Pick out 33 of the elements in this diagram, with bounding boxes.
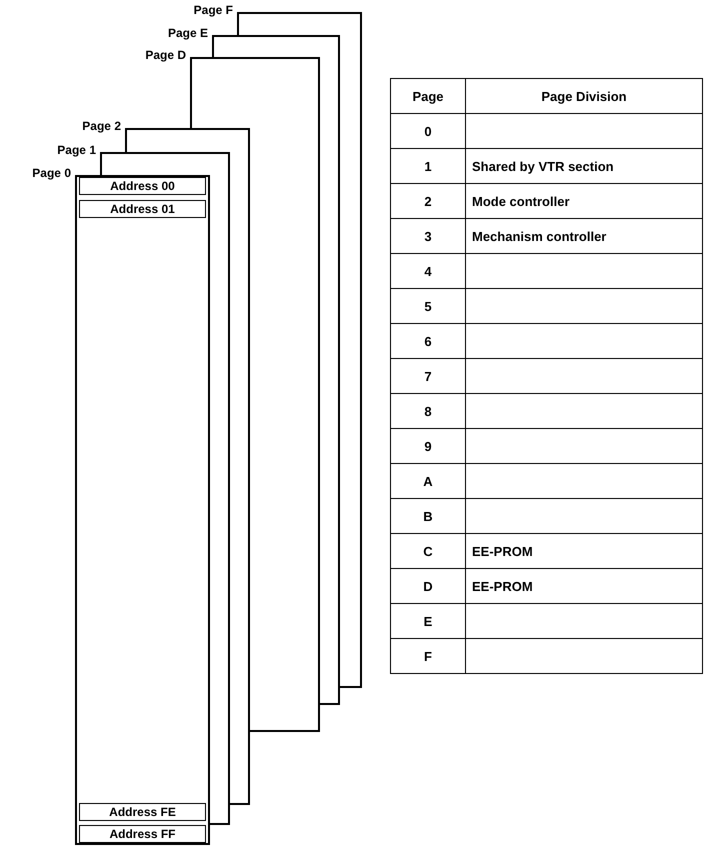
table-cell: Mode controller (466, 184, 702, 218)
page-label: Page 1 (57, 143, 97, 157)
table-cell: 6 (390, 324, 466, 358)
table-cell: E (390, 604, 466, 638)
table-cell: C (390, 534, 466, 568)
address-cell: Address 01 (79, 200, 206, 218)
table-cell: F (390, 638, 466, 674)
page-label: Page 0 (32, 166, 72, 180)
page-label: Page D (145, 48, 187, 62)
page-label: Page 2 (82, 119, 122, 133)
column-header: Page Division (466, 78, 702, 114)
table-cell: 5 (390, 288, 466, 324)
table-cell: EE-PROM (466, 534, 702, 568)
page-label: Page E (168, 26, 209, 40)
table-cell: B (390, 498, 466, 534)
table-cell: A (390, 464, 466, 498)
table-cell: 7 (390, 358, 466, 394)
table-cell: 9 (390, 428, 466, 464)
table-cell: 3 (390, 218, 466, 254)
page-label: Page F (194, 3, 234, 17)
table-cell: Mechanism controller (466, 218, 702, 254)
address-cell: Address 00 (79, 177, 206, 195)
table-cell: 1 (390, 148, 466, 184)
address-cell: Address FF (79, 825, 206, 843)
table-cell: 2 (390, 184, 466, 218)
address-cell: Address FE (79, 803, 206, 821)
table-cell: Shared by VTR section (466, 148, 702, 184)
column-header: Page (390, 78, 466, 114)
table-cell: 0 (390, 114, 466, 148)
table-cell: 4 (390, 254, 466, 288)
table-cell: D (390, 568, 466, 604)
table-cell: EE-PROM (466, 568, 702, 604)
table-cell: 8 (390, 394, 466, 428)
